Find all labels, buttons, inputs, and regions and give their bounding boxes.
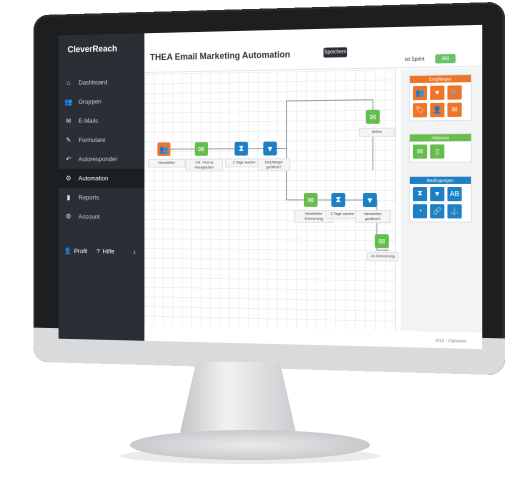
monitor-stand-neck <box>178 362 298 442</box>
mail-icon[interactable]: ✉ <box>447 102 462 117</box>
sidebar-item-label: Dashboard <box>78 78 108 87</box>
chart-icon: ▮ <box>66 194 71 202</box>
mobile-icon[interactable]: ▯ <box>430 144 445 159</box>
gear-icon: ⚙ <box>65 213 72 221</box>
main-content: THEA Email Marketing Automation Speicher… <box>144 24 483 350</box>
monitor-stand-base <box>130 430 370 460</box>
mail-node-3-label: Aktion <box>358 127 395 137</box>
filter-node-2[interactable]: ▼ <box>362 193 377 208</box>
user-icon[interactable]: 👤 <box>430 102 445 118</box>
page-title: THEA Email Marketing Automation <box>149 49 291 63</box>
sidebar-item-emails[interactable]: ✉ E-Mails <box>59 111 145 131</box>
sidebar-item-label: Reports <box>78 194 100 201</box>
sidebar-item-formulare[interactable]: ✎ Formulare <box>59 130 145 150</box>
sidebar-item-automation[interactable]: ⚙ Automation <box>58 168 145 189</box>
collapse-sidebar-icon[interactable]: ‹ <box>133 247 136 257</box>
sidebar-item-label: Autoresponder <box>78 155 118 163</box>
pie-icon[interactable]: ◔ <box>412 204 428 219</box>
palette-group-bedingungen: Bedingungen ⧗ ▼ AB ◔ 🔗 ⚓ <box>408 175 472 223</box>
newsletter-node[interactable]: 👥 <box>157 142 171 157</box>
group-icon[interactable]: 👥 <box>412 85 428 101</box>
sidebar-item-label: Account <box>78 213 100 221</box>
flow-connectors <box>144 69 394 331</box>
profile-label: Profil <box>73 247 88 255</box>
sidebar-item-dashboard[interactable]: ⌂ Dashboard <box>59 72 145 93</box>
sidebar-item-label: Automation <box>78 175 109 182</box>
mail-node-4-label: Zu Erinnerung <box>366 252 399 261</box>
sidebar-item-reports[interactable]: ▮ Reports <box>59 188 145 207</box>
filter-node-1-label: Empfänger geöffnet? <box>257 158 291 172</box>
palette-group-empfaenger: Empfänger 👥 ♥ 🛒 🏷 👤 ✉ <box>408 73 472 122</box>
wait-node-1[interactable]: ⧗ <box>234 141 248 156</box>
group-icon: 👥 <box>64 99 73 106</box>
link-icon[interactable]: 🔗 <box>430 204 445 219</box>
tag-icon[interactable]: 🏷 <box>412 103 428 118</box>
activation-toggle[interactable]: AN <box>435 53 456 64</box>
home-icon: ⌂ <box>66 79 71 87</box>
help-label: Hilfe <box>102 248 115 255</box>
filter-node-2-label: Newsletter geöffnet? <box>355 209 391 224</box>
element-palette: Empfänger 👥 ♥ 🛒 🏷 👤 ✉ Aktionen ✉ ▯ <box>400 67 483 333</box>
save-button[interactable]: Speichern <box>323 47 348 58</box>
wait-node-2[interactable]: ⧗ <box>331 192 346 207</box>
ab-split-icon[interactable]: AB <box>447 186 462 202</box>
logo: CleverReach <box>67 43 118 55</box>
hourglass-icon[interactable]: ⧗ <box>412 186 428 202</box>
topbar: THEA Email Marketing Automation Speicher… <box>144 24 483 73</box>
mail-icon[interactable]: ✉ <box>412 144 428 159</box>
sidebar-item-label: Gruppen <box>78 98 102 106</box>
status-footer: 4/12 · Optionen <box>435 337 467 344</box>
sidebar-item-account[interactable]: ⚙ Account <box>59 207 145 227</box>
mail-icon: ✉ <box>65 118 72 126</box>
mail-node-1[interactable]: ✉ <box>194 142 208 156</box>
sidebar-bottom: 👤Profil ?Hilfe <box>64 247 115 255</box>
monitor-frame: CleverReach ⌂ Dashboard 👥 Gruppen ✉ E-Mails… <box>33 1 505 376</box>
mail-node-2[interactable]: ✉ <box>303 192 318 207</box>
edit-icon: ✎ <box>65 137 72 145</box>
filter-icon[interactable]: ▼ <box>430 186 445 202</box>
sidebar-item-autoresponder[interactable]: ↶ Autoresponder <box>59 149 145 169</box>
sidebar-nav: ⌂Dashboard 👥Gruppen ✉E-Mails ✎Formulare … <box>58 72 145 227</box>
app-screen: CleverReach ⌂ Dashboard 👥 Gruppen ✉ E-Mails… <box>58 24 483 350</box>
sidebar: CleverReach ⌂ Dashboard 👥 Gruppen ✉ E-Mails… <box>58 33 145 341</box>
palette-group-aktionen: Aktionen ✉ ▯ <box>408 133 472 163</box>
network-icon: ⚙ <box>65 175 72 183</box>
sidebar-item-label: E-Mails <box>78 117 99 125</box>
mail-node-1-label: CR: Thema Neuigkeiten <box>185 158 224 172</box>
filter-node-1[interactable]: ▼ <box>263 141 277 156</box>
help-icon: ? <box>96 247 100 255</box>
flow-canvas[interactable]: 👥 Newsletter ✉ CR: Thema Neuigkeiten ⧗ 2… <box>144 69 399 331</box>
wait-node-2-label: 3 Tage warten <box>325 209 359 219</box>
mail-node-4[interactable]: ✉ <box>374 234 389 249</box>
palette-group-title: Bedingungen <box>409 176 471 184</box>
reply-icon: ↶ <box>65 156 72 164</box>
cart-icon[interactable]: 🛒 <box>447 85 462 100</box>
newsletter-node-label: Newsletter <box>148 158 186 168</box>
heart-icon[interactable]: ♥ <box>430 85 445 100</box>
anchor-icon[interactable]: ⚓ <box>447 204 462 219</box>
mail-node-3[interactable]: ✉ <box>365 109 380 124</box>
toggle-label: ist Sprint <box>404 56 425 64</box>
profile-link[interactable]: 👤Profil <box>64 247 87 255</box>
sidebar-item-gruppen[interactable]: 👥 Gruppen <box>59 91 145 111</box>
help-link[interactable]: ?Hilfe <box>97 248 115 256</box>
user-icon: 👤 <box>63 248 72 255</box>
sidebar-item-label: Formulare <box>78 136 106 144</box>
